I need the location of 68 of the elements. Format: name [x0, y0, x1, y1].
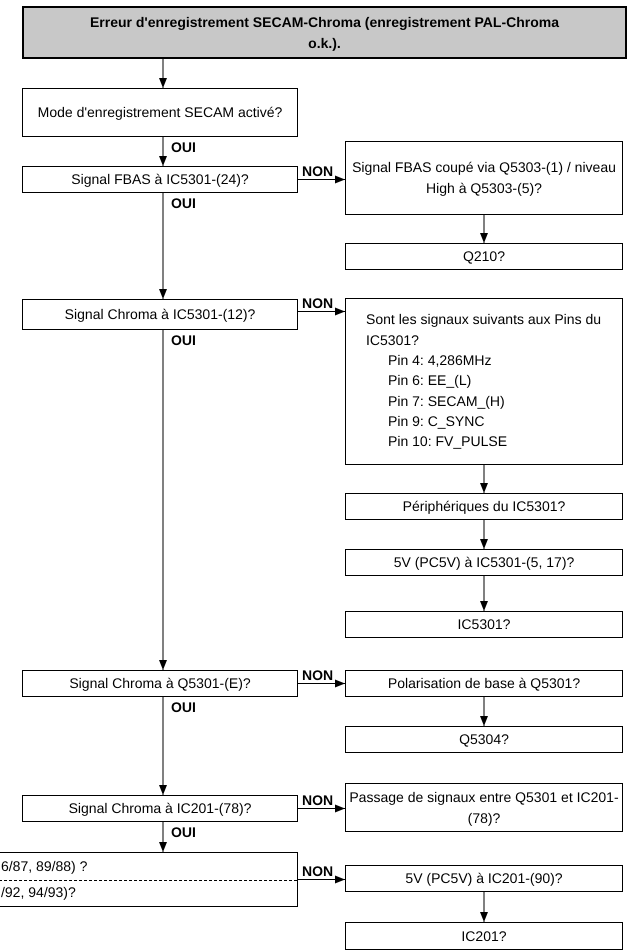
node-text: Signal Chroma à IC5301-(12)? [64, 305, 256, 324]
process-box [345, 922, 623, 950]
arrow [159, 330, 167, 670]
node-text: Signal FBAS coupé via Q5303-(1) / niveau High à Q5303-(5)? [351, 158, 617, 198]
process-box [345, 243, 623, 270]
arrow [298, 876, 346, 884]
process-box [22, 88, 298, 137]
arrow [480, 214, 488, 244]
node-text: Sont les signaux suivants aux Pins du IC5301? [366, 310, 602, 350]
arrow [298, 176, 346, 184]
pin-list-item: Pin 9: C_SYNC [388, 412, 484, 431]
edge-label: OUI [170, 333, 197, 347]
process-box [345, 726, 623, 753]
process-box [345, 611, 623, 638]
arrow [480, 464, 488, 494]
process-box [345, 141, 623, 215]
pin-list-item: Pin 6: EE_(L) [388, 371, 472, 390]
pin-list-item: Pin 10: FV_PULSE [388, 432, 508, 452]
process-box [22, 166, 298, 193]
edge-label: NON [301, 164, 334, 178]
edge-label: OUI [170, 140, 197, 154]
process-box [345, 670, 623, 697]
edge-label: OUI [170, 825, 197, 839]
arrow [298, 804, 346, 812]
node-text: 5V (PC5V) à IC201-(90)? [405, 869, 563, 888]
edge-label: NON [301, 792, 334, 806]
process-box [22, 670, 298, 697]
process-box [345, 549, 623, 576]
edge-label: OUI [170, 196, 197, 210]
pin-list-item: Pin 7: SECAM_(H) [388, 392, 505, 411]
node-text: Signal Chroma à Q5301-(E)? [69, 674, 251, 693]
node-text: Q5304? [459, 730, 509, 749]
edge-label: NON [301, 296, 334, 310]
node-text: Signal FBAS à IC5301-(24)? [71, 170, 249, 189]
node-text: Passage de signaux entre Q5301 et IC201-(78)? [348, 788, 620, 828]
process-box [345, 865, 623, 892]
arrow [159, 822, 167, 852]
arrow [480, 892, 488, 922]
node-text: 5V (PC5V) à IC5301-(5, 17)? [394, 553, 574, 572]
process-box [22, 795, 298, 822]
node-text: Signal Chroma à IC201-(78)? [68, 799, 252, 818]
arrow [159, 58, 167, 88]
node-text: Q210? [462, 247, 506, 266]
node-text: IC5301? [458, 615, 510, 634]
pin-list-item: Pin 4: 4,286MHz [388, 351, 492, 370]
arrow [480, 520, 488, 550]
arrow [159, 696, 167, 796]
node-text: /92, 94/93)? [0, 883, 76, 902]
node-text: Mode d'enregistrement SECAM activé? [38, 103, 282, 122]
process-box [345, 493, 623, 520]
arrow [159, 136, 167, 166]
edge-label: OUI [170, 700, 197, 714]
process-box [0, 852, 298, 907]
edge-label: NON [301, 864, 334, 878]
node-text: Polarisation de base à Q5301? [388, 674, 580, 693]
title-box [22, 6, 627, 59]
node-text: 6/87, 89/88) ? [0, 856, 88, 876]
process-box [345, 298, 623, 465]
edge-label: NON [301, 668, 334, 682]
arrow [480, 576, 488, 612]
node-text: IC201? [461, 926, 507, 946]
process-box [22, 299, 298, 330]
arrow [298, 308, 346, 316]
arrow [298, 680, 346, 688]
arrow [480, 696, 488, 726]
title-text: Erreur d'enregistrement SECAM-Chroma (enregistrement PAL-Chroma o.k.). [88, 12, 560, 53]
arrow [159, 192, 167, 300]
node-text: Périphériques du IC5301? [402, 497, 566, 516]
